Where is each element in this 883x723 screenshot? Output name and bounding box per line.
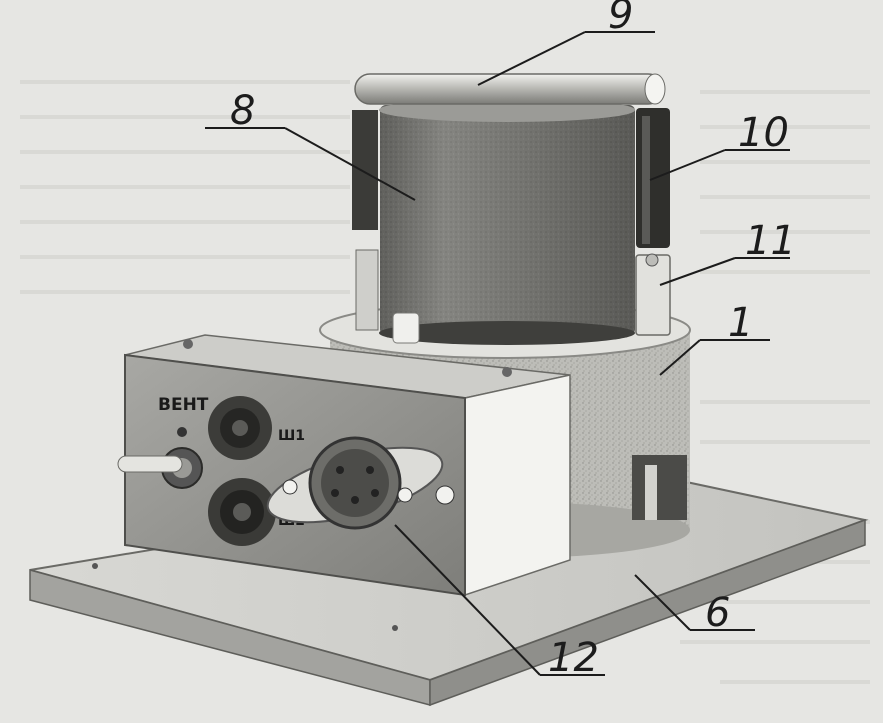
left-bracket xyxy=(352,110,379,331)
label-socket-1: Ш1 xyxy=(278,428,305,444)
callout-1: 1 xyxy=(728,300,753,346)
leader-lines xyxy=(205,31,790,676)
control-box xyxy=(124,334,571,597)
callout-12: 12 xyxy=(548,635,599,681)
callout-6: 6 xyxy=(705,590,730,636)
label-vent: ВЕНТ xyxy=(158,395,209,415)
callout-11: 11 xyxy=(745,218,796,264)
connector xyxy=(266,436,455,530)
callout-10: 10 xyxy=(738,110,789,156)
toggle-switch xyxy=(117,427,203,489)
callout-8: 8 xyxy=(230,88,255,134)
coil xyxy=(379,98,635,345)
knob-upper xyxy=(208,396,272,460)
small-post xyxy=(392,312,420,344)
top-rod xyxy=(354,73,666,105)
callout-9: 9 xyxy=(608,0,633,38)
knob-lower xyxy=(208,478,276,546)
clip xyxy=(635,253,671,336)
